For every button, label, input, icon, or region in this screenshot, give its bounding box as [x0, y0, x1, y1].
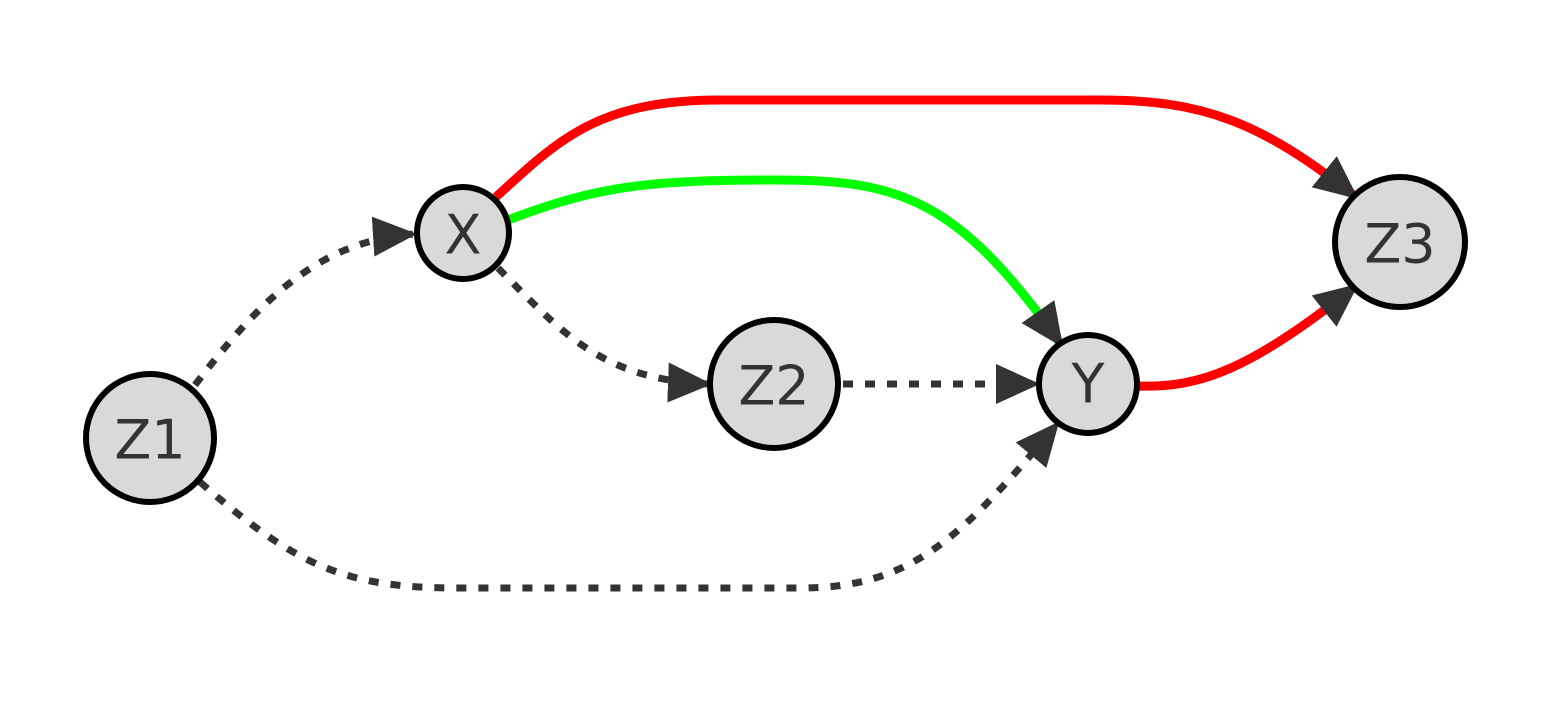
node-label: Y: [1071, 353, 1106, 416]
node-label: Z2: [738, 355, 809, 418]
node-label: Z1: [114, 409, 185, 472]
node-z2: Z2: [707, 317, 841, 451]
edge-z1-to-y: [197, 420, 1061, 592]
edge-x-to-z2: [495, 265, 712, 403]
node-label: X: [445, 204, 482, 267]
edge-x-to-z3: [492, 95, 1360, 202]
node-z3: Z3: [1332, 174, 1468, 310]
node-label: Z3: [1364, 213, 1435, 276]
edge-z1-to-x: [192, 216, 417, 388]
edge-y-to-z3: [1137, 281, 1360, 391]
edge-x-to-y: [506, 175, 1066, 349]
node-x: X: [414, 184, 512, 282]
node-y: Y: [1036, 332, 1140, 436]
node-z1: Z1: [83, 371, 217, 505]
